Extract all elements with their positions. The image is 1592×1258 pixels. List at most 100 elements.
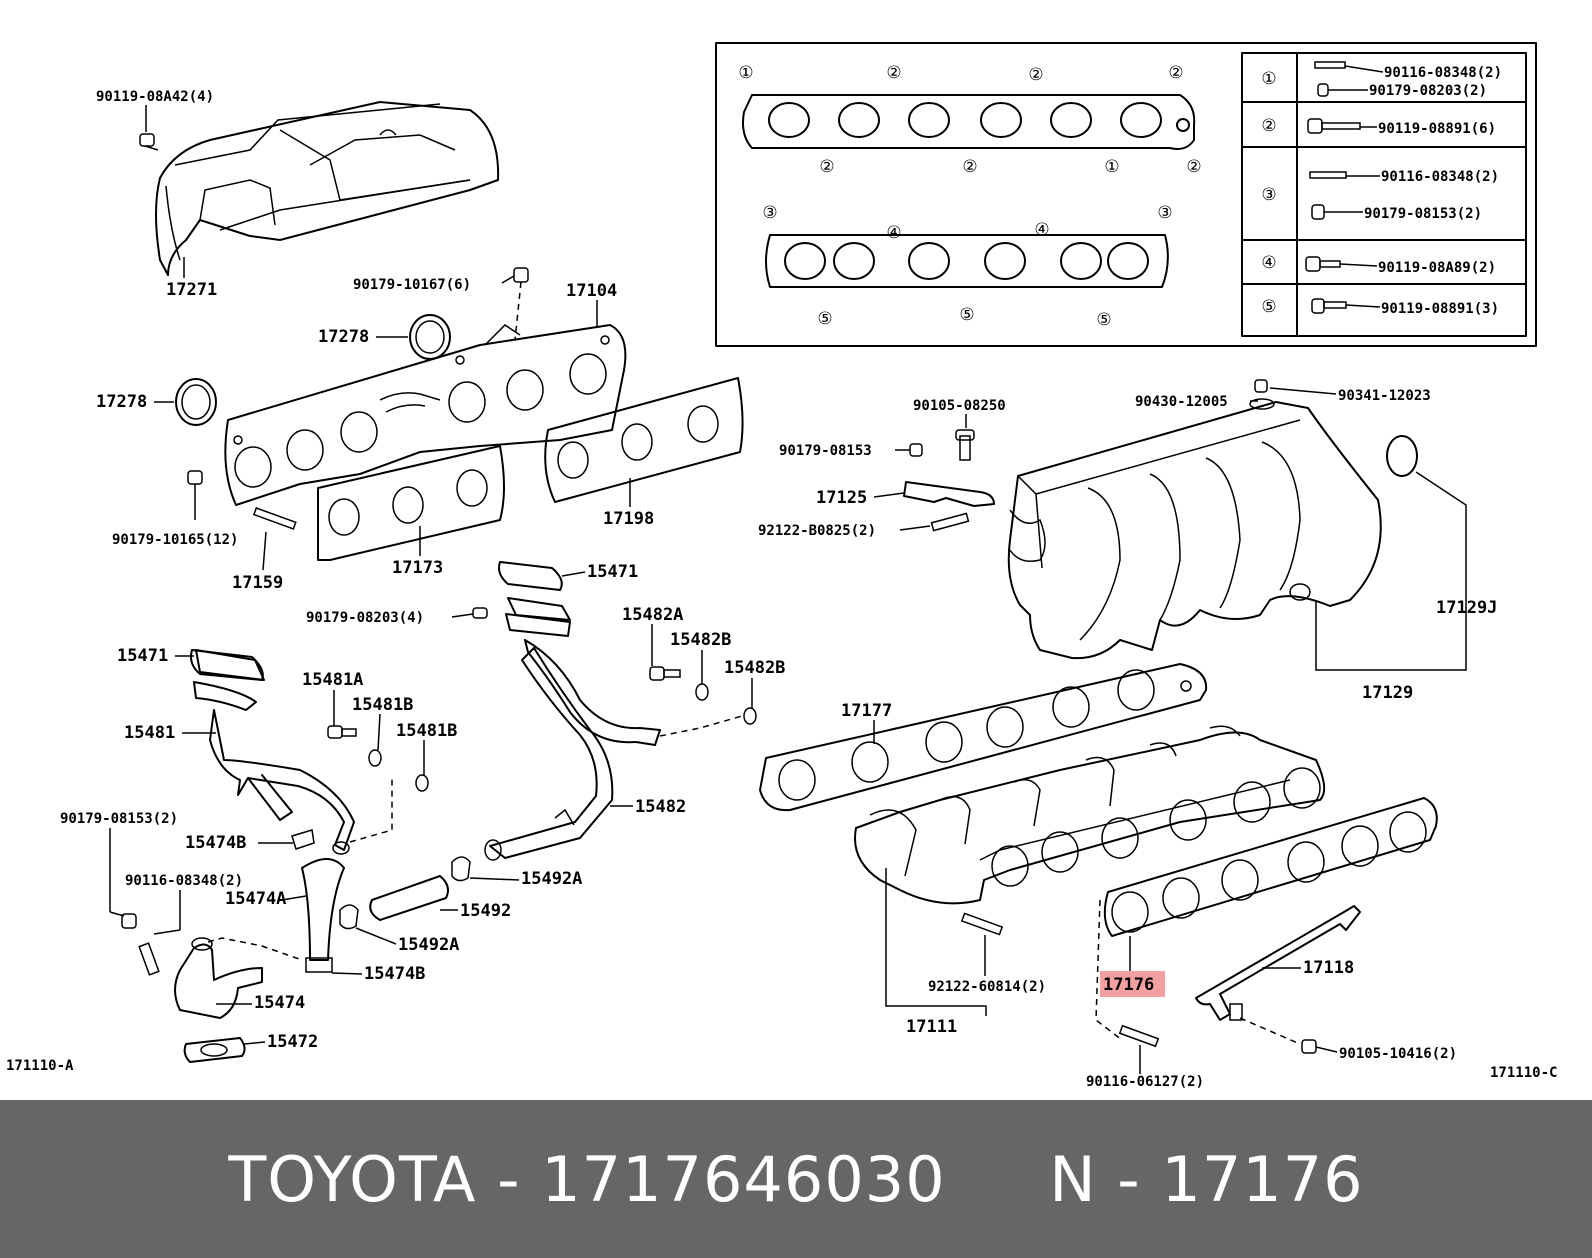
gasket-mark-r3-3: ⑤: [1096, 310, 1111, 330]
clamp-15474B-upper: [291, 829, 315, 850]
gasket-17278-b: [175, 378, 217, 426]
gasket-mark-top-3: ②: [1028, 65, 1043, 85]
inset-frame: [715, 42, 1537, 347]
highlight-17176: [1100, 971, 1165, 997]
hose-15492: [369, 875, 449, 921]
label-90430-12005: 90430-12005: [1135, 394, 1228, 410]
egr-pipe-15481: [193, 649, 355, 855]
label-90116-06127: 90116-06127(2): [1086, 1074, 1204, 1090]
label-90179-10167: 90179-10167(6): [353, 277, 471, 293]
label-15482A: 15482A: [622, 605, 683, 625]
gasket-mark-r3-2: ⑤: [959, 305, 974, 325]
gasket-mark-bot-4: ②: [1186, 157, 1201, 177]
gasket-17173: [317, 445, 505, 561]
diagram-code-left: 171110-A: [6, 1058, 74, 1074]
label-15471-left: 15471: [117, 646, 168, 666]
clamps-15492A: [339, 856, 471, 930]
legend-mark-4: ④: [1261, 253, 1276, 273]
legend-mark-1: ①: [1261, 69, 1276, 89]
label-90179-08153-right: 90179-08153: [779, 443, 872, 459]
gasket-mark-r3-1: ⑤: [817, 309, 832, 329]
egr-pipe-15482: [484, 597, 661, 861]
label-17118: 17118: [1303, 958, 1354, 978]
parts-diagram: ① ② ② ② ② ② ① ② ③ ④ ④ ③ ⑤ ⑤ ⑤ ① ② ③: [6, 42, 1558, 1090]
gasket-mark-top-2: ②: [886, 63, 901, 83]
label-17129: 17129: [1362, 683, 1413, 703]
label-15474A: 15474A: [225, 889, 286, 909]
water-outlet-15474: [174, 937, 263, 1019]
label-90116-08348: 90116-08348(2): [125, 873, 243, 889]
label-17159: 17159: [232, 573, 283, 593]
gasket-17278-a: [409, 314, 451, 360]
label-17198: 17198: [603, 509, 654, 529]
part-number-footer: TOYOTA - 1717646030 N - 17176: [0, 1100, 1592, 1258]
gasket-mark-bot-3: ①: [1104, 157, 1119, 177]
bolts-15482: [472, 607, 757, 725]
gasket-17177: [759, 663, 1208, 812]
legend-part-5a: 90119-08891(3): [1381, 301, 1499, 317]
label-15474B-upper: 15474B: [185, 833, 246, 853]
gasket-15472: [183, 1037, 246, 1063]
label-15492: 15492: [460, 901, 511, 921]
diagram-code-right: 171110-C: [1490, 1065, 1557, 1081]
gasket-mark-top-4: ②: [1168, 63, 1183, 83]
label-15481A: 15481A: [302, 670, 363, 690]
label-17111: 17111: [906, 1017, 957, 1037]
legend-mark-2: ②: [1261, 116, 1276, 136]
exploded-view-drawing: ① ② ② ② ② ② ① ② ③ ④ ④ ③ ⑤ ⑤ ⑤ ① ② ③: [6, 42, 1557, 1090]
label-15472: 15472: [267, 1032, 318, 1052]
gasket-mark-r2-2: ④: [886, 223, 901, 243]
label-17271: 17271: [166, 280, 217, 300]
label-90179-08153-left: 90179-08153(2): [60, 811, 178, 827]
label-15482B-1: 15482B: [670, 630, 731, 650]
inset-gasket-upper-ports: [768, 102, 1190, 138]
gasket-mark-bot-2: ②: [962, 157, 977, 177]
label-17278-b: 17278: [96, 392, 147, 412]
label-90179-08203: 90179-08203(4): [306, 610, 424, 626]
legend-mark-5: ⑤: [1261, 297, 1276, 317]
label-17278-a: 17278: [318, 327, 369, 347]
label-90119-08A42: 90119-08A42(4): [96, 89, 214, 105]
label-15481: 15481: [124, 723, 175, 743]
stud-90116-06127: [1118, 1024, 1160, 1048]
label-15482B-2: 15482B: [724, 658, 785, 678]
label-15474: 15474: [254, 993, 305, 1013]
gasket-mark-top-1: ①: [738, 63, 753, 83]
intake-air-chamber-17129: [1007, 379, 1382, 660]
legend-part-4a: 90119-08A89(2): [1378, 260, 1496, 276]
label-15471-right: 15471: [587, 562, 638, 582]
label-92122-B0825: 92122-B0825(2): [758, 523, 876, 539]
bolts-15474: [121, 913, 160, 976]
label-90179-10165: 90179-10165(12): [112, 532, 238, 548]
inset-gasket-lower: [765, 234, 1169, 288]
gasket-mark-bot-1: ②: [819, 157, 834, 177]
label-15474B-lower: 15474B: [364, 964, 425, 984]
gasket-17129J: [1386, 435, 1418, 477]
gasket-mark-r2-4: ③: [1157, 203, 1172, 223]
legend-part-1a: 90116-08348(2): [1384, 65, 1502, 81]
stay-17118: [1195, 905, 1361, 1054]
gasket-mark-r2-3: ④: [1034, 220, 1049, 240]
nut-bolts-exhaust: [187, 267, 529, 530]
label-90105-10416: 90105-10416(2): [1339, 1046, 1457, 1062]
gasket-15471-left: [190, 649, 264, 681]
inset-gasket-lower-ports: [784, 242, 1149, 280]
clamp-15474B-lower: [305, 957, 333, 973]
label-17125: 17125: [816, 488, 867, 508]
gasket-17176: [1103, 797, 1438, 937]
label-15482: 15482: [635, 797, 686, 817]
hose-15474A: [301, 858, 345, 961]
legend-part-3a: 90116-08348(2): [1381, 169, 1499, 185]
label-17176: 17176: [1103, 975, 1154, 995]
label-15492A-2: 15492A: [398, 935, 459, 955]
inset-gasket-upper: [742, 94, 1196, 150]
intake-manifold-17111: [854, 725, 1326, 936]
bracket-17125: [903, 429, 995, 532]
label-17173: 17173: [392, 558, 443, 578]
part-number-caption: TOYOTA - 1717646030 N - 17176: [228, 1142, 1364, 1216]
exhaust-manifold-17104: [224, 324, 627, 506]
label-15481B-2: 15481B: [396, 721, 457, 741]
legend-mark-3: ③: [1261, 185, 1276, 205]
legend-part-2a: 90119-08891(6): [1378, 121, 1496, 137]
heat-insulator-17271: [139, 101, 500, 276]
